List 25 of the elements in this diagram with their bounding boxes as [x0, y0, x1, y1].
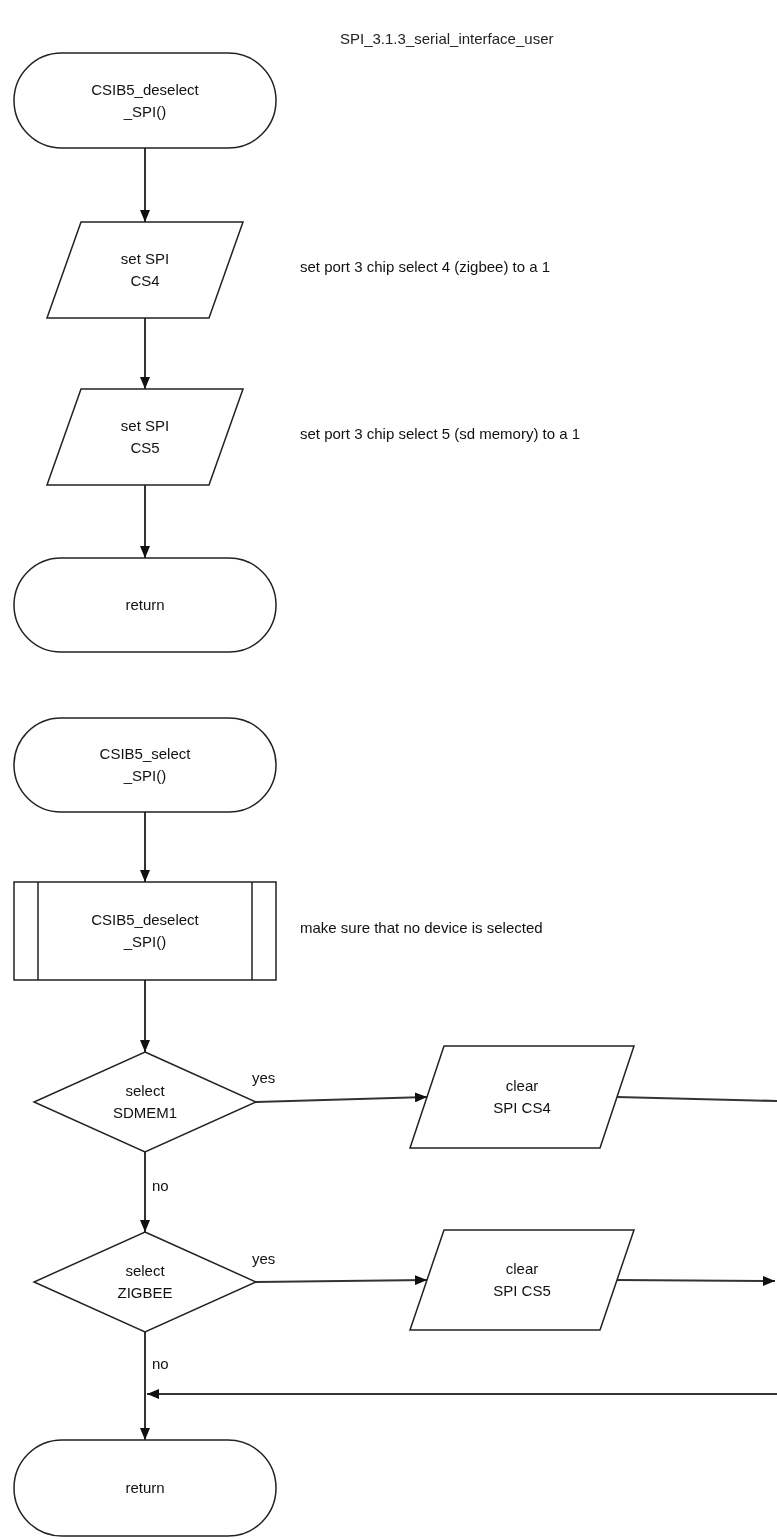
arrow — [140, 484, 150, 559]
arrow — [140, 811, 150, 883]
node-label: CSIB5_select _SPI() — [98, 744, 192, 786]
arrow — [255, 1275, 428, 1286]
node-label: select SDMEM1 — [111, 1081, 179, 1123]
node-label: clear SPI CS4 — [493, 1076, 551, 1118]
node-label: set SPI CS5 — [119, 416, 171, 458]
node-label: CSIB5_deselect _SPI() — [90, 79, 200, 122]
arrow — [146, 1389, 777, 1399]
arrow — [140, 1331, 150, 1441]
node-label: CSIB5_deselect _SPI() — [90, 910, 200, 952]
arrow — [140, 317, 150, 390]
arrow — [140, 147, 150, 223]
annotation-text: set port 3 chip select 4 (zigbee) to a 1 — [300, 258, 551, 275]
annotation-text: set port 3 chip select 5 (sd memory) to a 1 — [300, 425, 581, 442]
arrow — [255, 1092, 428, 1103]
arrow — [140, 979, 150, 1053]
diagram-title: SPI_3.1.3_serial_interface_user — [340, 30, 554, 47]
node-label: select ZIGBEE — [116, 1261, 174, 1303]
arrow — [140, 1151, 150, 1233]
node-label: return — [125, 1478, 165, 1499]
annotation-text: make sure that no device is selected — [300, 919, 543, 936]
node-label: set SPI CS4 — [119, 249, 171, 291]
node-label: clear SPI CS5 — [493, 1259, 551, 1301]
node-label: return — [125, 595, 165, 616]
